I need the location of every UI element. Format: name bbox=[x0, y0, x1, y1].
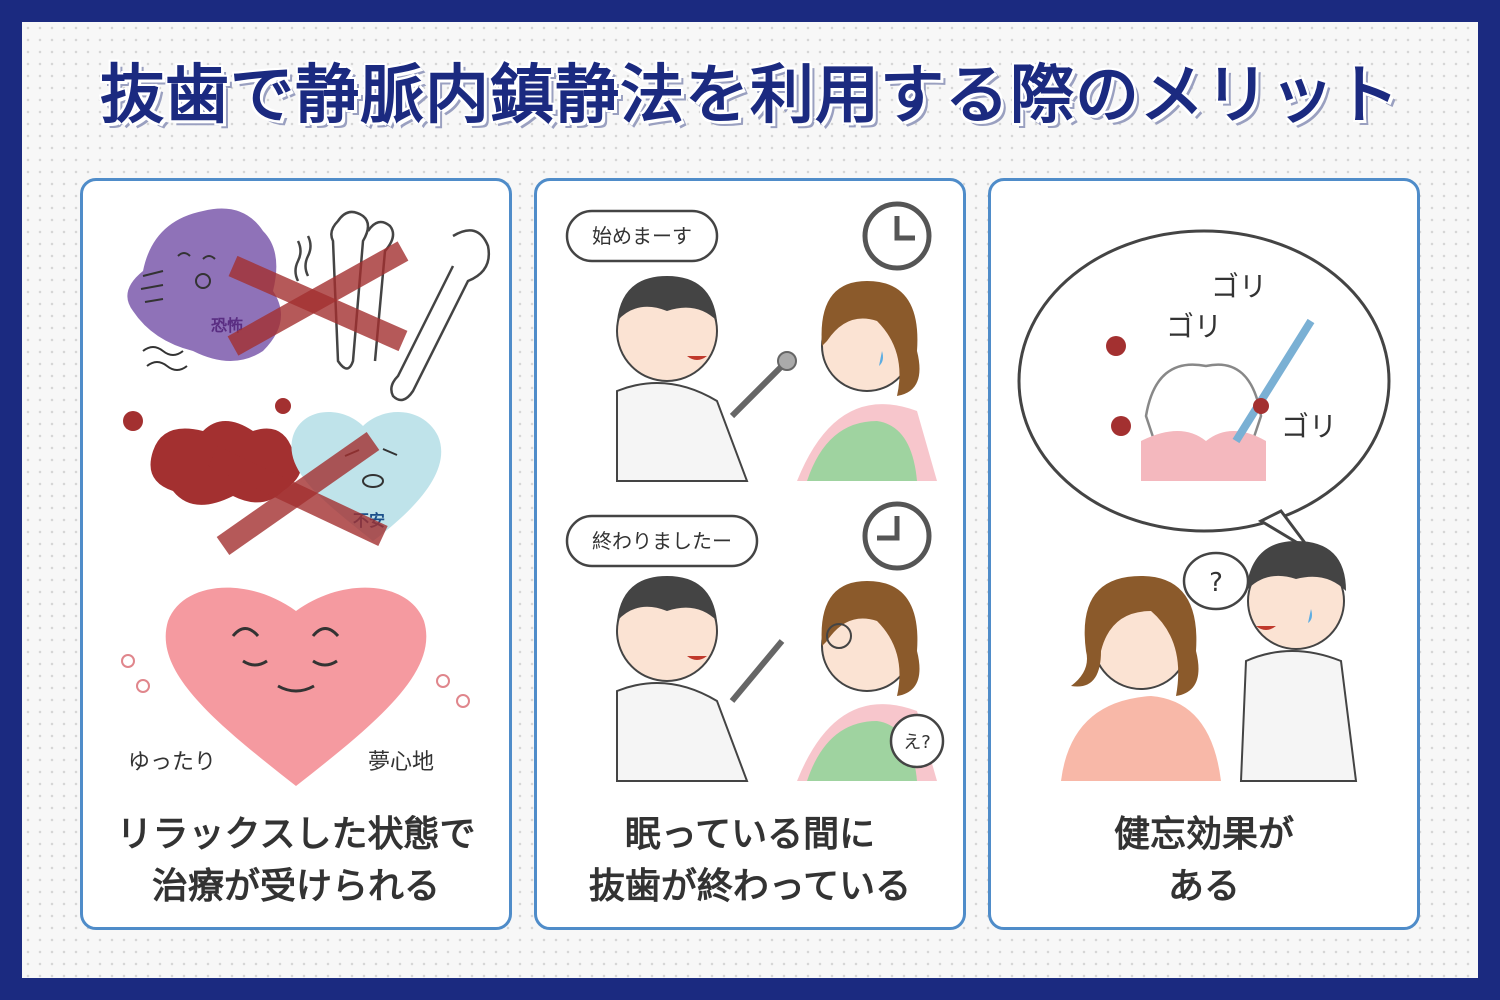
panel-relaxed: 恐怖 不安 bbox=[80, 178, 512, 930]
question-bubble: ? bbox=[1182, 551, 1250, 611]
patient-figure-icon bbox=[1061, 576, 1221, 781]
sound-effect-3: ゴリ bbox=[1281, 410, 1337, 443]
panel-sleeping-caption: 眠っている間に 抜歯が終わっている bbox=[588, 814, 912, 907]
fear-label: 恐怖 bbox=[211, 316, 243, 335]
svg-text:?: ? bbox=[1209, 568, 1223, 598]
speech-bubble-end: 終わりましたー bbox=[565, 514, 759, 568]
sound-effect-1: ゴリ bbox=[1166, 310, 1222, 343]
dental-tool-icon bbox=[1232, 318, 1315, 444]
clock-icon bbox=[862, 201, 932, 271]
relaxed-heart-icon bbox=[121, 587, 470, 786]
sound-effect-2: ゴリ bbox=[1211, 270, 1267, 303]
panel-sleeping-illustration: 始めまーす 終わりましたー bbox=[565, 201, 945, 782]
panel-relaxed-caption: リラックスした状態で 治療が受けられる bbox=[116, 814, 476, 907]
panel-sleeping: 始めまーす 終わりましたー bbox=[534, 178, 966, 930]
tooth-icon bbox=[1141, 363, 1266, 481]
fear-blob-icon: 恐怖 bbox=[127, 208, 281, 371]
page-title: 抜歯で静脈内鎮静法を利用する際のメリット bbox=[100, 59, 1400, 133]
panel-amnesia: ゴリ ゴリ ゴリ ? 健忘効果が ある bbox=[988, 178, 1420, 930]
clock-icon bbox=[862, 501, 932, 571]
extraction-tool-icon bbox=[729, 639, 785, 703]
dental-mirror-icon bbox=[729, 363, 785, 419]
dentist-figure-icon bbox=[616, 576, 749, 782]
dentist-figure-icon bbox=[1239, 541, 1358, 782]
panel-relaxed-illustration: 恐怖 不安 bbox=[121, 208, 491, 786]
blood-drop-icon bbox=[1106, 336, 1269, 436]
dreamy-label: 夢心地 bbox=[368, 750, 434, 775]
svg-text:終わりましたー: 終わりましたー bbox=[592, 529, 732, 553]
svg-text:え?: え? bbox=[903, 732, 931, 753]
panel-amnesia-illustration: ゴリ ゴリ ゴリ ? bbox=[1017, 229, 1391, 782]
panel-amnesia-caption: 健忘効果が ある bbox=[1113, 814, 1294, 907]
speech-bubble-start: 始めまーす bbox=[565, 209, 719, 263]
relaxed-label: ゆったり bbox=[128, 750, 216, 775]
dentist-figure-icon bbox=[616, 276, 749, 482]
svg-text:始めまーす: 始めまーす bbox=[592, 224, 692, 248]
patient-figure-icon bbox=[797, 281, 937, 481]
speech-bubble-eh: え? bbox=[889, 713, 945, 769]
